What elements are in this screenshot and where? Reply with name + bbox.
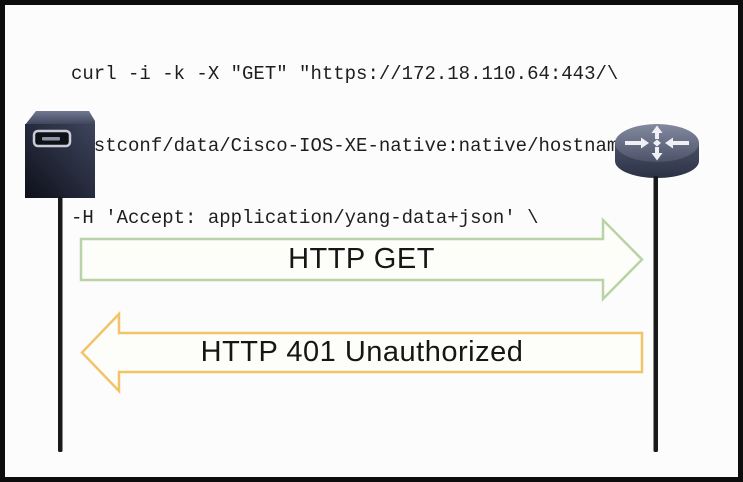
router-icon xyxy=(615,124,699,178)
server-icon xyxy=(25,111,95,198)
http-401-arrow xyxy=(80,310,644,395)
curl-command-line: -H 'Accept: application/yang-data+json' … xyxy=(71,207,539,229)
lifeline-right xyxy=(653,176,658,452)
curl-command-code: curl -i -k -X "GET" "https://172.18.110.… xyxy=(71,14,664,278)
sequence-overlay xyxy=(58,176,658,452)
curl-command-line: curl -i -k -X "GET" "https://172.18.110.… xyxy=(71,63,619,85)
lifeline-left xyxy=(58,196,63,452)
server-top-face xyxy=(25,111,95,125)
router-arrows-glyph xyxy=(625,125,689,161)
http-401-label: HTTP 401 Unauthorized xyxy=(200,336,524,368)
http-get-label: HTTP GET xyxy=(288,243,435,275)
http-get-arrow xyxy=(79,216,644,303)
server-drive-slot-detail xyxy=(42,137,60,141)
